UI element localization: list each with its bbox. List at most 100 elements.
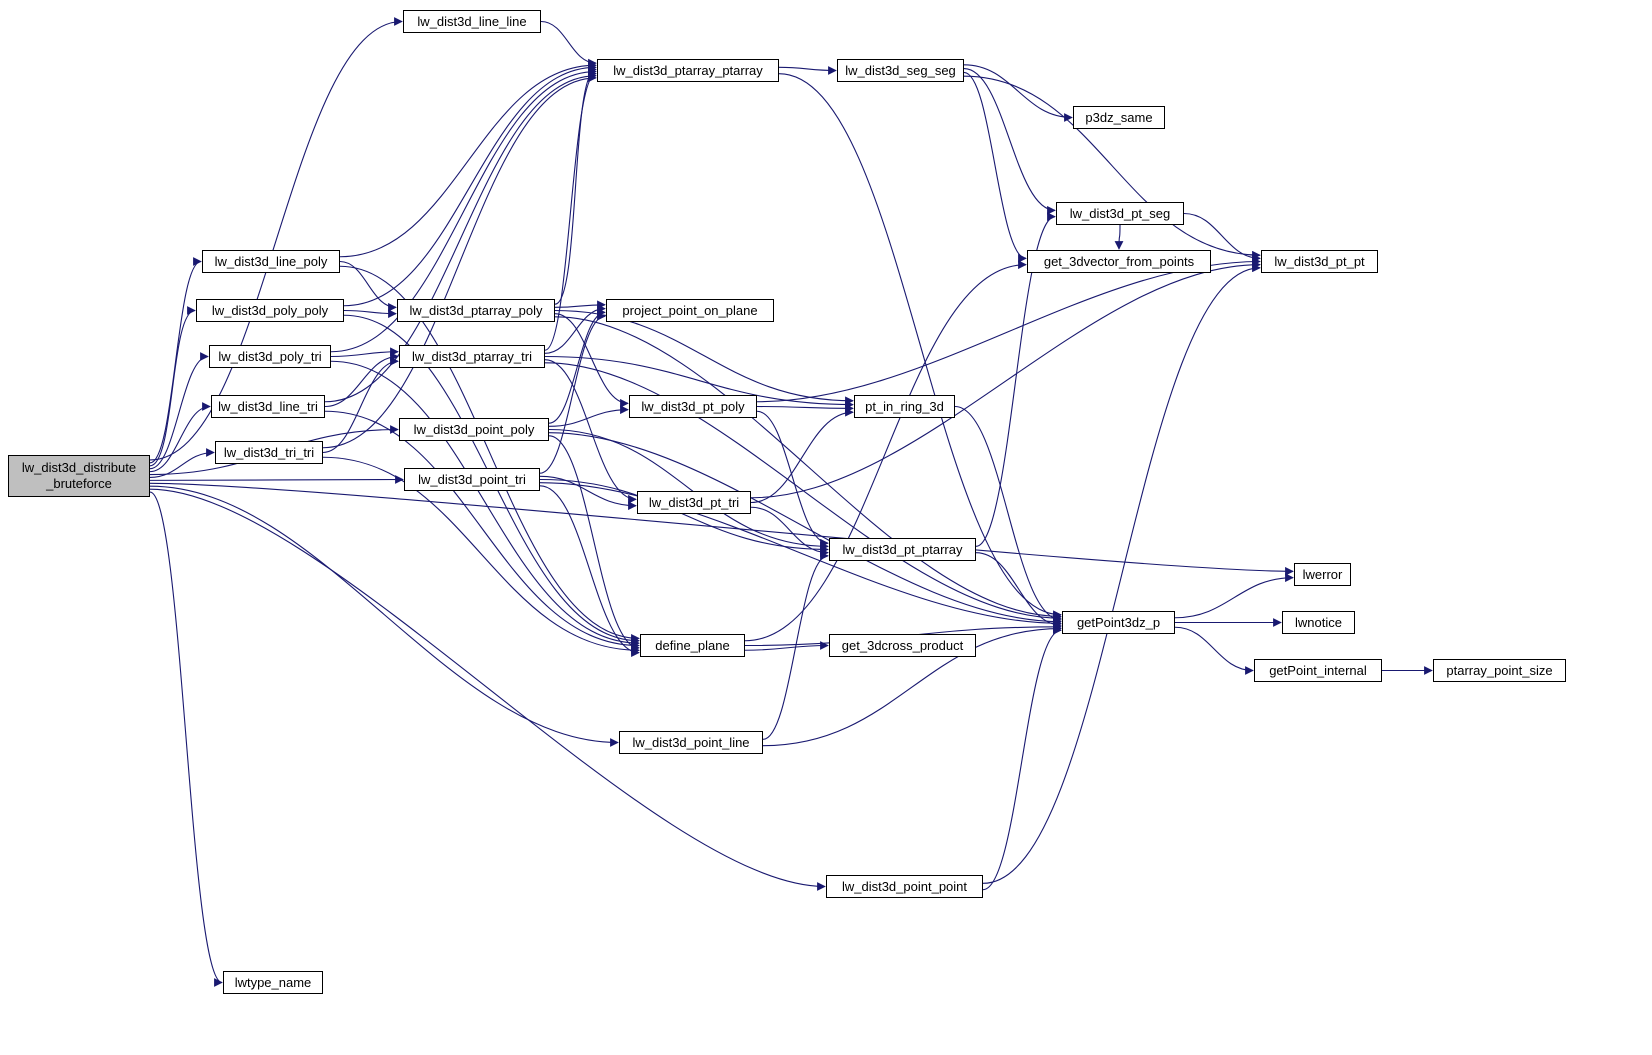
edge-point_tri-to-pt_tri [539,475,637,511]
graph-node-seg_seg[interactable]: lw_dist3d_seg_seg [837,59,964,82]
node-label: lwnotice [1295,614,1342,630]
edge-pt_tri-to-pt_in_ring [750,407,854,504]
node-label: lw_dist3d_line_line [417,13,527,29]
graph-node-pt_tri[interactable]: lw_dist3d_pt_tri [637,491,751,514]
edge-pt_poly-to-pt_ptarray [756,410,829,548]
edge-point_line-to-pt_ptarray [762,551,829,740]
edge-bruteforce-to-point_tri [149,475,404,484]
graph-node-get_3dvector[interactable]: get_3dvector_from_points [1027,250,1211,273]
graph-node-getpoint3dz[interactable]: getPoint3dz_p [1062,611,1175,634]
edge-ptarray_poly-to-ptarray_ptarray [554,65,597,305]
node-label: ptarray_point_size [1446,662,1553,678]
edge-poly_tri-to-define_plane [330,360,640,648]
edge-line_poly-to-ptarray_ptarray [339,60,597,258]
graph-node-pt_in_ring[interactable]: pt_in_ring_3d [854,395,955,418]
graph-node-tri_tri[interactable]: lw_dist3d_tri_tri [215,441,323,464]
edge-pt_poly-to-pt_in_ring [756,403,854,413]
graph-node-point_point[interactable]: lw_dist3d_point_point [826,875,983,898]
graph-node-poly_poly[interactable]: lw_dist3d_poly_poly [196,299,344,322]
node-label: lw_dist3d_point_poly [413,421,535,437]
graph-node-point_tri[interactable]: lw_dist3d_point_tri [404,468,540,491]
graph-node-pt_poly[interactable]: lw_dist3d_pt_poly [629,395,757,418]
edge-pt_in_ring-to-getpoint3dz [954,405,1062,625]
graph-node-line_tri[interactable]: lw_dist3d_line_tri [211,395,325,418]
node-label: lwerror [1302,566,1343,582]
edge-bruteforce-to-lwerror [149,482,1294,576]
graph-node-ptarray_point_size[interactable]: ptarray_point_size [1433,659,1566,682]
edge-ptarray_ptarray-to-getpoint3dz [778,73,1062,620]
edge-line_tri-to-ptarray_tri [324,352,399,408]
edge-bruteforce-to-point_line [149,485,619,747]
graph-node-pt_seg[interactable]: lw_dist3d_pt_seg [1056,202,1184,225]
edge-line_tri-to-ptarray_ptarray [324,71,597,403]
edge-point_tri-to-pt_ptarray [539,478,829,554]
graph-node-line_line[interactable]: lw_dist3d_line_line [403,10,541,33]
edge-bruteforce-to-point_point [149,488,826,891]
node-label: lw_dist3d_point_line [632,734,750,750]
edge-ptarray_ptarray-to-seg_seg [778,66,837,75]
edge-getpoint3dz-to-lwerror [1174,573,1294,619]
graph-node-ptarray_poly[interactable]: lw_dist3d_ptarray_poly [397,299,555,322]
graph-node-lwtype_name[interactable]: lwtype_name [223,971,323,994]
graph-node-pt_ptarray[interactable]: lw_dist3d_pt_ptarray [829,538,976,561]
node-label: lw_dist3d_pt_poly [641,398,745,414]
graph-node-define_plane[interactable]: define_plane [640,634,745,657]
node-label: lw_dist3d_pt_pt [1274,253,1365,269]
node-label: pt_in_ring_3d [865,398,944,414]
edge-line_poly-to-define_plane [339,265,640,643]
edge-tri_tri-to-define_plane [322,456,640,655]
graph-node-line_poly[interactable]: lw_dist3d_line_poly [202,250,340,273]
node-label: define_plane [655,637,730,653]
node-label: lw_dist3d_point_tri [418,471,526,487]
edge-point_poly-to-define_plane [548,435,640,653]
graph-node-lwerror[interactable]: lwerror [1294,563,1351,586]
node-label: lw_dist3d_pt_tri [648,494,740,510]
graph-node-lwnotice[interactable]: lwnotice [1282,611,1355,634]
edge-poly_poly-to-ptarray_poly [343,309,397,319]
graph-node-point_line[interactable]: lw_dist3d_point_line [619,731,763,754]
node-label: lw_dist3d_pt_seg [1069,205,1171,221]
graph-node-ptarray_tri[interactable]: lw_dist3d_ptarray_tri [399,345,545,368]
edge-bruteforce-to-poly_poly [149,306,196,467]
edge-point_poly-to-pt_poly [548,405,629,427]
edge-poly_tri-to-ptarray_tri [330,347,399,358]
edge-seg_seg-to-pt_seg [963,68,1056,215]
node-label: project_point_on_plane [622,302,758,318]
graph-node-pt_pt[interactable]: lw_dist3d_pt_pt [1261,250,1378,273]
node-label: lw_dist3d_tri_tri [223,444,315,460]
graph-node-project_pp[interactable]: project_point_on_plane [606,299,774,322]
edge-seg_seg-to-p3dz_same [963,64,1073,122]
graph-node-p3dz_same[interactable]: p3dz_same [1073,106,1165,129]
edge-point_poly-to-pt_ptarray [548,428,829,551]
edge-pt_ptarray-to-getpoint3dz [975,552,1062,630]
edge-point_poly-to-getpoint3dz [548,432,1062,627]
node-label: p3dz_same [1085,109,1153,125]
edge-ptarray_poly-to-project_pp [554,300,606,310]
edge-pt_ptarray-to-pt_seg [975,212,1056,547]
edge-getpoint3dz-to-getpoint_internal [1174,626,1254,675]
edge-bruteforce-to-line_tri [149,402,211,473]
node-label: lw_dist3d_ptarray_ptarray [613,62,763,78]
edge-point_tri-to-getpoint3dz [539,482,1062,628]
node-label: lw_dist3d_pt_ptarray [842,541,963,557]
graph-node-get_3dcross[interactable]: get_3dcross_product [829,634,976,657]
node-label: lw_dist3d_ptarray_tri [412,348,532,364]
edge-ptarray_tri-to-pt_tri [544,359,637,504]
edge-define_plane-to-get_3dvector [744,260,1027,642]
node-label: getPoint3dz_p [1076,614,1161,630]
graph-node-bruteforce[interactable]: lw_dist3d_distribute _bruteforce [8,455,150,497]
edge-bruteforce-to-tri_tri [149,448,215,479]
edge-point_point-to-pt_pt [982,263,1261,884]
edge-poly_tri-to-ptarray_ptarray [330,67,597,353]
graph-node-ptarray_ptarray[interactable]: lw_dist3d_ptarray_ptarray [597,59,779,82]
node-label: lw_dist3d_poly_poly [211,302,329,318]
graph-node-point_poly[interactable]: lw_dist3d_point_poly [399,418,549,441]
graph-node-getpoint_internal[interactable]: getPoint_internal [1254,659,1382,682]
node-label: lw_dist3d_distribute _bruteforce [21,460,137,491]
edge-ptarray_poly-to-getpoint3dz [554,316,1062,621]
node-label: get_3dvector_from_points [1043,253,1195,269]
graph-node-poly_tri[interactable]: lw_dist3d_poly_tri [209,345,331,368]
edge-bruteforce-to-line_line [149,17,403,461]
